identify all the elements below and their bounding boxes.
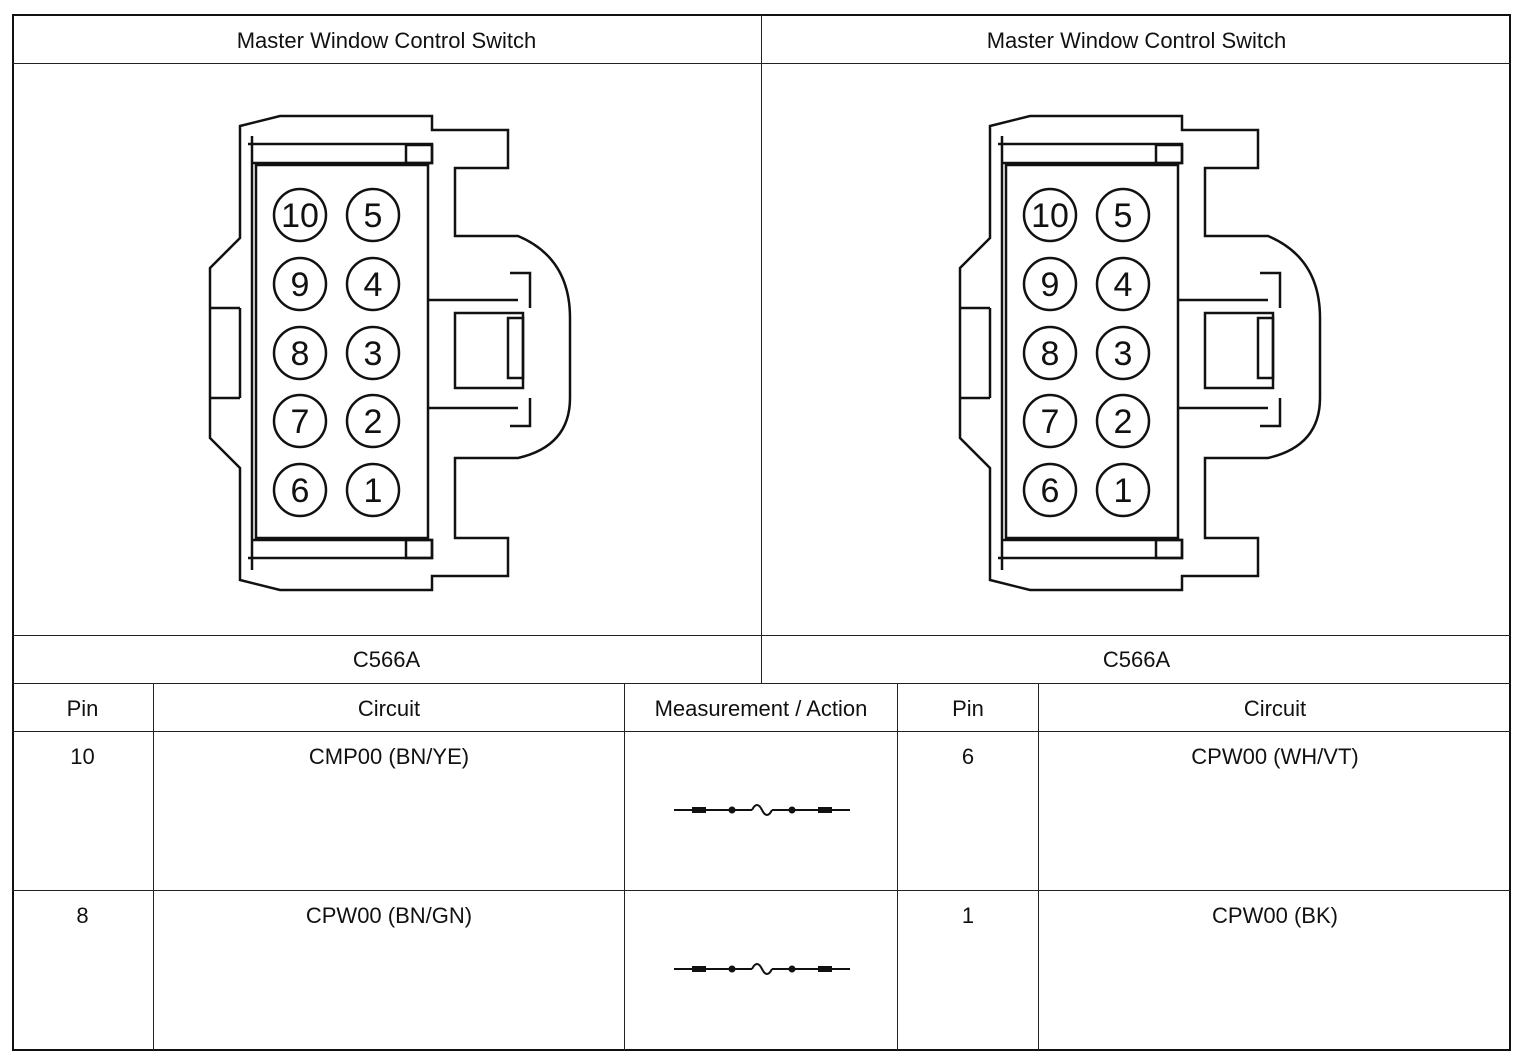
pin-label: 8 xyxy=(1041,335,1060,373)
column-header-circuit: Circuit xyxy=(357,696,421,721)
divider xyxy=(153,683,154,1051)
pin-label: 1 xyxy=(364,472,383,510)
column-header-pin: Pin xyxy=(66,696,99,721)
pin-label: 7 xyxy=(291,403,310,441)
table-row-pin-b: 1 xyxy=(961,903,975,928)
fuse-icon xyxy=(672,959,852,979)
fuse-icon xyxy=(672,800,852,820)
table-row-circuit-a: CMP00 (BN/YE) xyxy=(308,744,470,769)
pin-label: 10 xyxy=(281,197,319,235)
connector-outline-left: 10 5 9 4 8 3 7 2 6 1 xyxy=(208,114,572,592)
table-row-pin-a: 8 xyxy=(76,903,89,928)
left-panel-title: Master Window Control Switch xyxy=(236,28,537,53)
table-row-circuit-b: CPW00 (WH/VT) xyxy=(1191,744,1359,769)
column-header-measurement: Measurement / Action xyxy=(654,696,868,721)
pin-label: 4 xyxy=(1114,266,1133,304)
column-header-pin: Pin xyxy=(952,696,984,721)
table-row-circuit-a: CPW00 (BN/GN) xyxy=(305,903,473,928)
pin-label: 6 xyxy=(291,472,310,510)
pin-label: 2 xyxy=(364,403,383,441)
pin-label: 3 xyxy=(364,335,383,373)
divider xyxy=(624,683,625,1051)
divider xyxy=(12,731,1511,732)
table-row-pin-a: 10 xyxy=(70,744,95,769)
divider xyxy=(12,890,1511,891)
divider xyxy=(761,14,762,684)
pin-label: 5 xyxy=(364,197,383,235)
pin-label: 4 xyxy=(364,266,383,304)
pin-label: 1 xyxy=(1114,472,1133,510)
right-connector-id: C566A xyxy=(1102,647,1171,672)
pin-label: 10 xyxy=(1031,197,1069,235)
pin-label: 9 xyxy=(1041,266,1060,304)
connector-face-left: 10 5 9 4 8 3 7 2 6 1 xyxy=(200,108,580,608)
pin-label: 2 xyxy=(1114,403,1133,441)
pin-label: 7 xyxy=(1041,403,1060,441)
connector-outline-right: 10 5 9 4 8 3 7 2 6 1 xyxy=(958,114,1322,592)
divider xyxy=(1038,683,1039,1051)
table-row-circuit-b: CPW00 (BK) xyxy=(1212,903,1338,928)
divider xyxy=(897,683,898,1051)
pin-label: 6 xyxy=(1041,472,1060,510)
right-panel-title: Master Window Control Switch xyxy=(986,28,1287,53)
pin-label: 8 xyxy=(291,335,310,373)
pin-label: 3 xyxy=(1114,335,1133,373)
column-header-circuit: Circuit xyxy=(1243,696,1307,721)
connector-face-right: 10 5 9 4 8 3 7 2 6 1 xyxy=(950,108,1330,608)
table-row-pin-b: 6 xyxy=(961,744,975,769)
pin-label: 5 xyxy=(1114,197,1133,235)
left-connector-id: C566A xyxy=(352,647,421,672)
pin-label: 9 xyxy=(291,266,310,304)
